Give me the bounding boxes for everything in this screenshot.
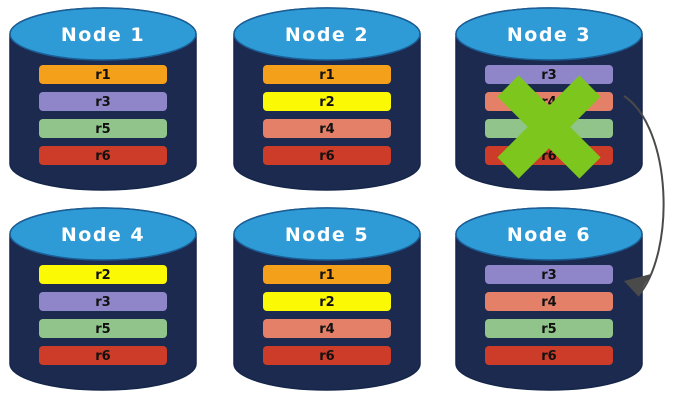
record-bar-fill [485, 265, 613, 284]
node-cylinder-3[interactable]: Node 3r3r4r5r6 [455, 7, 643, 191]
record-bar-r4[interactable]: r4 [263, 319, 391, 338]
record-bar-fill [485, 319, 613, 338]
record-bar-fill [263, 146, 391, 165]
record-bar-label: r4 [541, 295, 556, 310]
record-bar-label: r6 [541, 149, 556, 164]
record-bar-fill [39, 319, 167, 338]
node-cylinder-5[interactable]: Node 5 r1 r2 r4 r6 [233, 207, 421, 391]
record-bar-fill [263, 346, 391, 365]
record-bar-fill [263, 265, 391, 284]
recovery-arrow-head [624, 274, 651, 296]
failure-cross-stroke-2 [497, 75, 601, 179]
record-bar-fill [39, 65, 167, 84]
record-bar-label: r6 [95, 349, 110, 364]
record-bar-label: r2 [95, 268, 110, 283]
record-list: r2 r3 r5 r6 [39, 265, 167, 365]
record-bar-r5[interactable]: r5 [485, 319, 613, 338]
overlay-layer [497, 75, 601, 179]
record-bar-fill [263, 92, 391, 111]
record-bar-fill [39, 119, 167, 138]
record-bar-label: r2 [319, 95, 334, 110]
cylinder-top-face [9, 7, 197, 61]
record-bar-r6[interactable]: r6 [39, 346, 167, 365]
record-list: r1 r3 r5 r6 [39, 65, 167, 165]
record-bar-fill [485, 292, 613, 311]
record-bar-r3[interactable]: r3 [485, 265, 613, 284]
nodes-layer: Node 1 r1 r3 r5 r6 Node 2 r1 r2 r4 r6 Node 3 r3 r4 r5… [9, 7, 643, 391]
record-bar-r6[interactable]: r6 [485, 346, 613, 365]
record-bar-fill [39, 346, 167, 365]
record-bar-r6[interactable]: r6 [263, 146, 391, 165]
node-label: Node 2 [285, 24, 369, 46]
record-bar-label: r6 [541, 349, 556, 364]
record-bar-fill [39, 265, 167, 284]
record-bar-r2[interactable]: r2 [39, 265, 167, 284]
cylinder-top-face [233, 7, 421, 61]
record-bar-label: r1 [95, 68, 110, 83]
record-list: r1 r2 r4 r6 [263, 65, 391, 165]
record-bar-label: r6 [95, 149, 110, 164]
record-bar-label: r3 [95, 95, 110, 110]
record-bar-label: r1 [319, 68, 334, 83]
recovery-arrow-line [623, 95, 665, 297]
record-bar-r3[interactable]: r3 [39, 292, 167, 311]
cylinder-top-face [9, 207, 197, 261]
record-bar-r4[interactable]: r4 [485, 292, 613, 311]
arrow-layer [623, 95, 665, 297]
record-bar-label: r6 [319, 149, 334, 164]
node-label: Node 6 [507, 224, 591, 246]
record-list: r1 r2 r4 r6 [263, 265, 391, 365]
record-bar-label: r2 [319, 295, 334, 310]
record-bar-fill [39, 292, 167, 311]
record-bar-r6[interactable]: r6 [39, 146, 167, 165]
node-label: Node 4 [61, 224, 145, 246]
record-bar-r1[interactable]: r1 [39, 65, 167, 84]
record-bar-fill [263, 319, 391, 338]
record-bar-r5[interactable]: r5 [39, 119, 167, 138]
record-bar-r3[interactable]: r3 [485, 65, 613, 84]
record-bar-label: r5 [95, 122, 110, 137]
record-bar-label: r3 [541, 68, 556, 83]
record-bar-fill [39, 92, 167, 111]
node-cylinder-1[interactable]: Node 1 r1 r3 r5 r6 [9, 7, 197, 191]
record-bar-fill [263, 119, 391, 138]
cylinder-top-face [233, 207, 421, 261]
record-bar-r6[interactable]: r6 [263, 346, 391, 365]
cylinder-top-face [455, 207, 643, 261]
record-bar-fill [263, 292, 391, 311]
record-bar-fill [485, 346, 613, 365]
record-bar-r1[interactable]: r1 [263, 265, 391, 284]
record-bar-r2[interactable]: r2 [263, 292, 391, 311]
record-list: r3 r4 r5 r6 [485, 265, 613, 365]
cylinder-top-face [455, 7, 643, 61]
record-bar-label: r3 [541, 268, 556, 283]
node-label: Node 3 [507, 24, 591, 46]
record-bar-label: r6 [319, 349, 334, 364]
record-bar-r2[interactable]: r2 [263, 92, 391, 111]
node-label: Node 1 [61, 24, 145, 46]
record-bar-fill [39, 146, 167, 165]
record-bar-fill [263, 65, 391, 84]
record-bar-r3[interactable]: r3 [39, 92, 167, 111]
record-bar-label: r5 [541, 322, 556, 337]
record-bar-label: r3 [95, 295, 110, 310]
node-cylinder-2[interactable]: Node 2 r1 r2 r4 r6 [233, 7, 421, 191]
failure-cross-icon [497, 75, 601, 179]
node-cylinder-6[interactable]: Node 6 r3 r4 r5 r6 [455, 207, 643, 391]
record-bar-label: r4 [319, 322, 334, 337]
node-label: Node 5 [285, 224, 369, 246]
record-bar-r1[interactable]: r1 [263, 65, 391, 84]
record-bar-label: r5 [95, 322, 110, 337]
record-bar-r5[interactable]: r5 [39, 319, 167, 338]
record-bar-label: r4 [319, 122, 334, 137]
record-bar-label: r1 [319, 268, 334, 283]
node-cylinder-4[interactable]: Node 4 r2 r3 r5 r6 [9, 207, 197, 391]
record-bar-r4[interactable]: r4 [263, 119, 391, 138]
